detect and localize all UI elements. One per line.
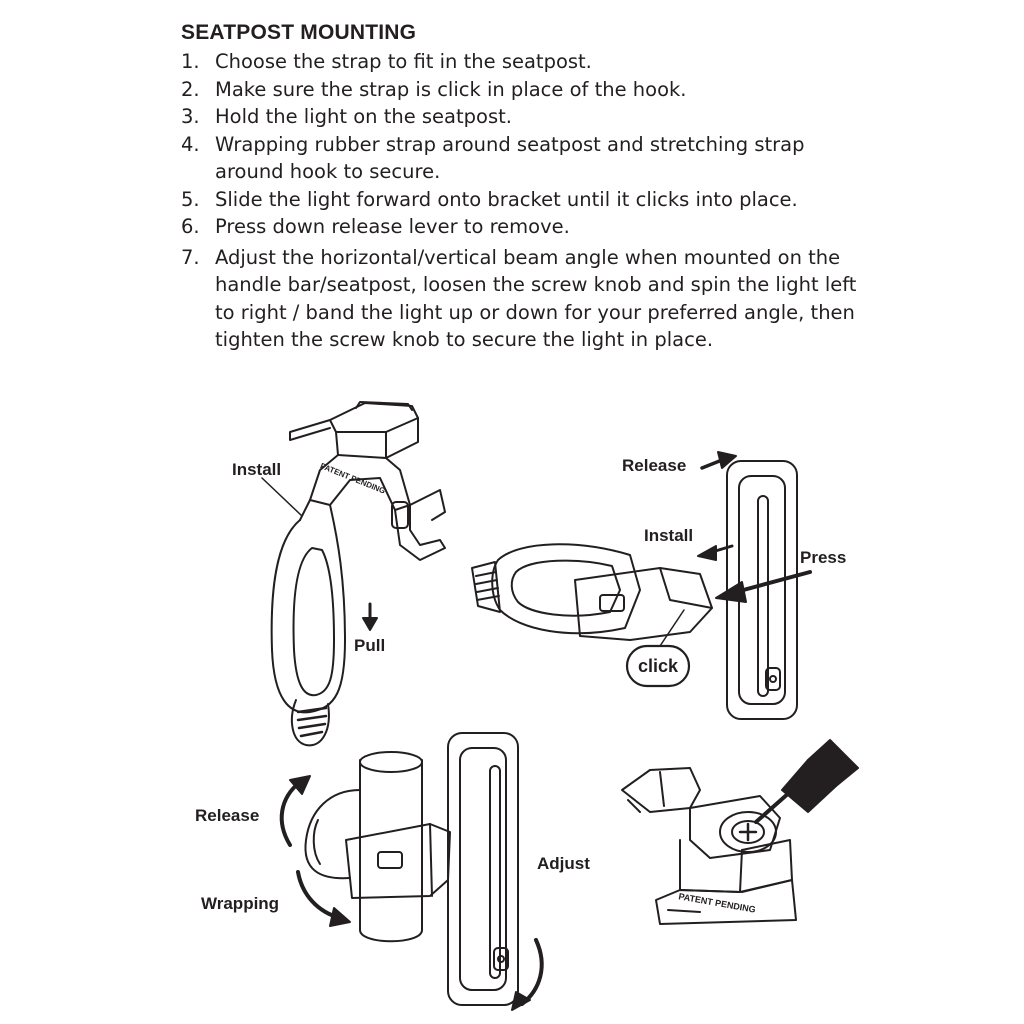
step-number: 2. [181,77,200,101]
label-adjust: Adjust [537,854,590,873]
label-release: Release [195,806,260,825]
instruction-step: 3. Hold the light on the seatpost. [181,103,861,131]
section-heading: SEATPOST MOUNTING [181,21,417,44]
figure-seatpost-mounted [279,732,544,1011]
label-click: click [638,656,679,676]
label-pull: Pull [354,636,386,655]
step-text: Press down release lever to remove. [215,215,570,238]
label-press: Press [800,548,847,567]
instruction-step: 5. Slide the light forward onto bracket u… [181,186,861,214]
label-install: Install [232,460,282,479]
step-text: Slide the light forward onto bracket unt… [215,187,798,211]
step-text: Adjust the horizontal/vertical beam angl… [215,245,857,352]
instruction-step: 1. Choose the strap to fit in the seatpos… [181,48,861,76]
instruction-step: 6. Press down release lever to remove. [181,213,861,241]
step-number: 7. [181,245,200,269]
step-text: Wrapping rubber strap around seatpost an… [215,132,805,184]
step-number: 5. [181,187,200,211]
instruction-step: 2. Make sure the strap is click in place … [181,76,861,104]
label-release: Release [622,456,687,475]
figure-light-install [471,451,812,720]
step-number: 1. [181,50,200,73]
instruction-step: 4. Wrapping rubber strap around seatpost … [181,131,861,186]
label-wrapping: Wrapping [201,894,280,913]
label-install: Install [644,526,694,545]
instruction-list: 1. Choose the strap to fit in the seatpos… [181,48,861,354]
instruction-step: 7. Adjust the horizontal/vertical beam an… [181,244,861,354]
step-text: Make sure the strap is click in place of… [215,77,687,101]
step-text: Choose the strap to fit in the seatpost. [215,50,592,73]
step-number: 3. [181,105,200,128]
step-text: Hold the light on the seatpost. [215,105,512,128]
step-number: 4. [181,132,200,156]
figure-screw-knob [621,739,859,925]
step-number: 6. [181,215,200,238]
figure-strap-bracket [261,401,446,747]
